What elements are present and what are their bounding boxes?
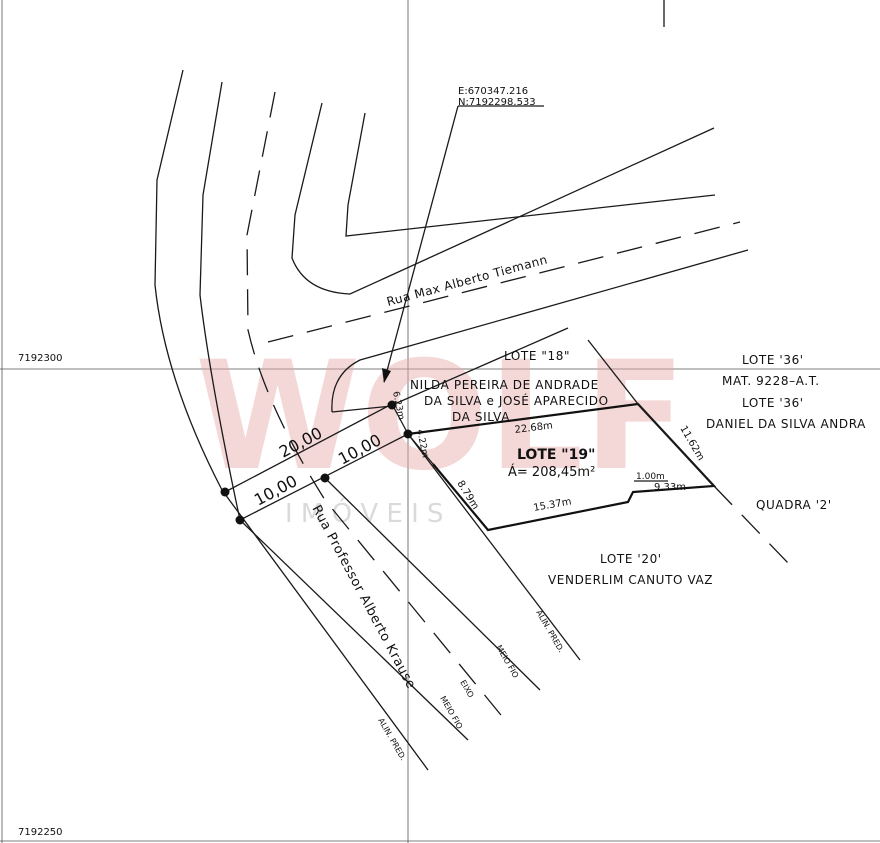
label-lote-36b: LOTE '36'	[742, 396, 804, 410]
alin-pred-max-alberto	[389, 327, 569, 407]
street-professor-alberto: Rua Professor Alberto Krause	[308, 503, 418, 692]
dim-100: 1.00m	[636, 472, 665, 482]
coordinate-leader	[383, 105, 459, 383]
corner-link	[331, 405, 393, 413]
mark-alin-pred-left: ALIN. PRED.	[376, 717, 408, 763]
survey-point	[235, 515, 245, 525]
label-lote-18: LOTE "18"	[504, 349, 570, 363]
lot-left-segment	[407, 433, 434, 465]
area-lote-19: Á= 208,45m²	[508, 464, 595, 480]
owner-20: VENDERLIM CANUTO VAZ	[548, 573, 713, 587]
eixo-left	[246, 91, 506, 721]
survey-point	[320, 473, 330, 483]
inner-curve-top	[291, 102, 715, 295]
mark-meio-fio-right: MEIO FIO	[494, 644, 520, 680]
survey-point	[403, 429, 413, 439]
coord-e: E:670347.216	[458, 86, 528, 97]
grid-north-bottom: 7192250	[18, 827, 63, 838]
meio-fio-right	[324, 477, 541, 691]
watermark-brand: WOLF	[195, 330, 686, 504]
dim-2268: 22.68m	[514, 420, 553, 436]
label-mat: MAT. 9228–A.T.	[722, 374, 820, 388]
label-lote-20: LOTE '20'	[600, 552, 662, 566]
lot-front-segment	[391, 403, 409, 435]
label-lote-19: LOTE "19"	[517, 447, 595, 463]
meio-fio-max-alberto	[331, 249, 749, 413]
meio-fio-left-outer	[199, 81, 241, 521]
alin-pred-right	[407, 433, 581, 661]
watermark-sub: I M Ó V E I S	[285, 497, 444, 529]
owner-18-line3: DA SILVA	[452, 410, 510, 424]
meio-fio-right-lower	[239, 519, 469, 741]
owner-18-line1: NILDA PEREIRA DE ANDRADE	[410, 378, 599, 392]
mark-alin-pred-right: ALIN. PRED.	[534, 609, 566, 655]
coord-n: N:7192298.533	[458, 97, 536, 108]
width-20-line	[224, 403, 393, 493]
label-quadra: QUADRA '2'	[756, 498, 832, 512]
lot-18-side	[587, 339, 639, 405]
dim-933: 9.33m	[654, 482, 686, 493]
owner-18-line2: DA SILVA e JOSÉ APARECIDO	[424, 393, 609, 408]
alin-pred-left	[154, 69, 429, 771]
grid-north-top: 7192300	[18, 353, 63, 364]
owner-36: DANIEL DA SILVA ANDRA	[706, 417, 866, 431]
quadra-division	[713, 485, 791, 566]
label-lote-36a: LOTE '36'	[742, 353, 804, 367]
mark-meio-fio-left: MEIO FIO	[438, 695, 464, 731]
leader-arrow-icon	[382, 368, 391, 383]
lot-19-back	[637, 403, 715, 487]
inner-road-top	[345, 112, 716, 237]
eixo-max-alberto	[267, 221, 741, 343]
survey-point	[220, 487, 230, 497]
street-max-alberto: Rua Max Alberto Tiemann	[385, 252, 549, 308]
survey-point	[387, 400, 397, 410]
